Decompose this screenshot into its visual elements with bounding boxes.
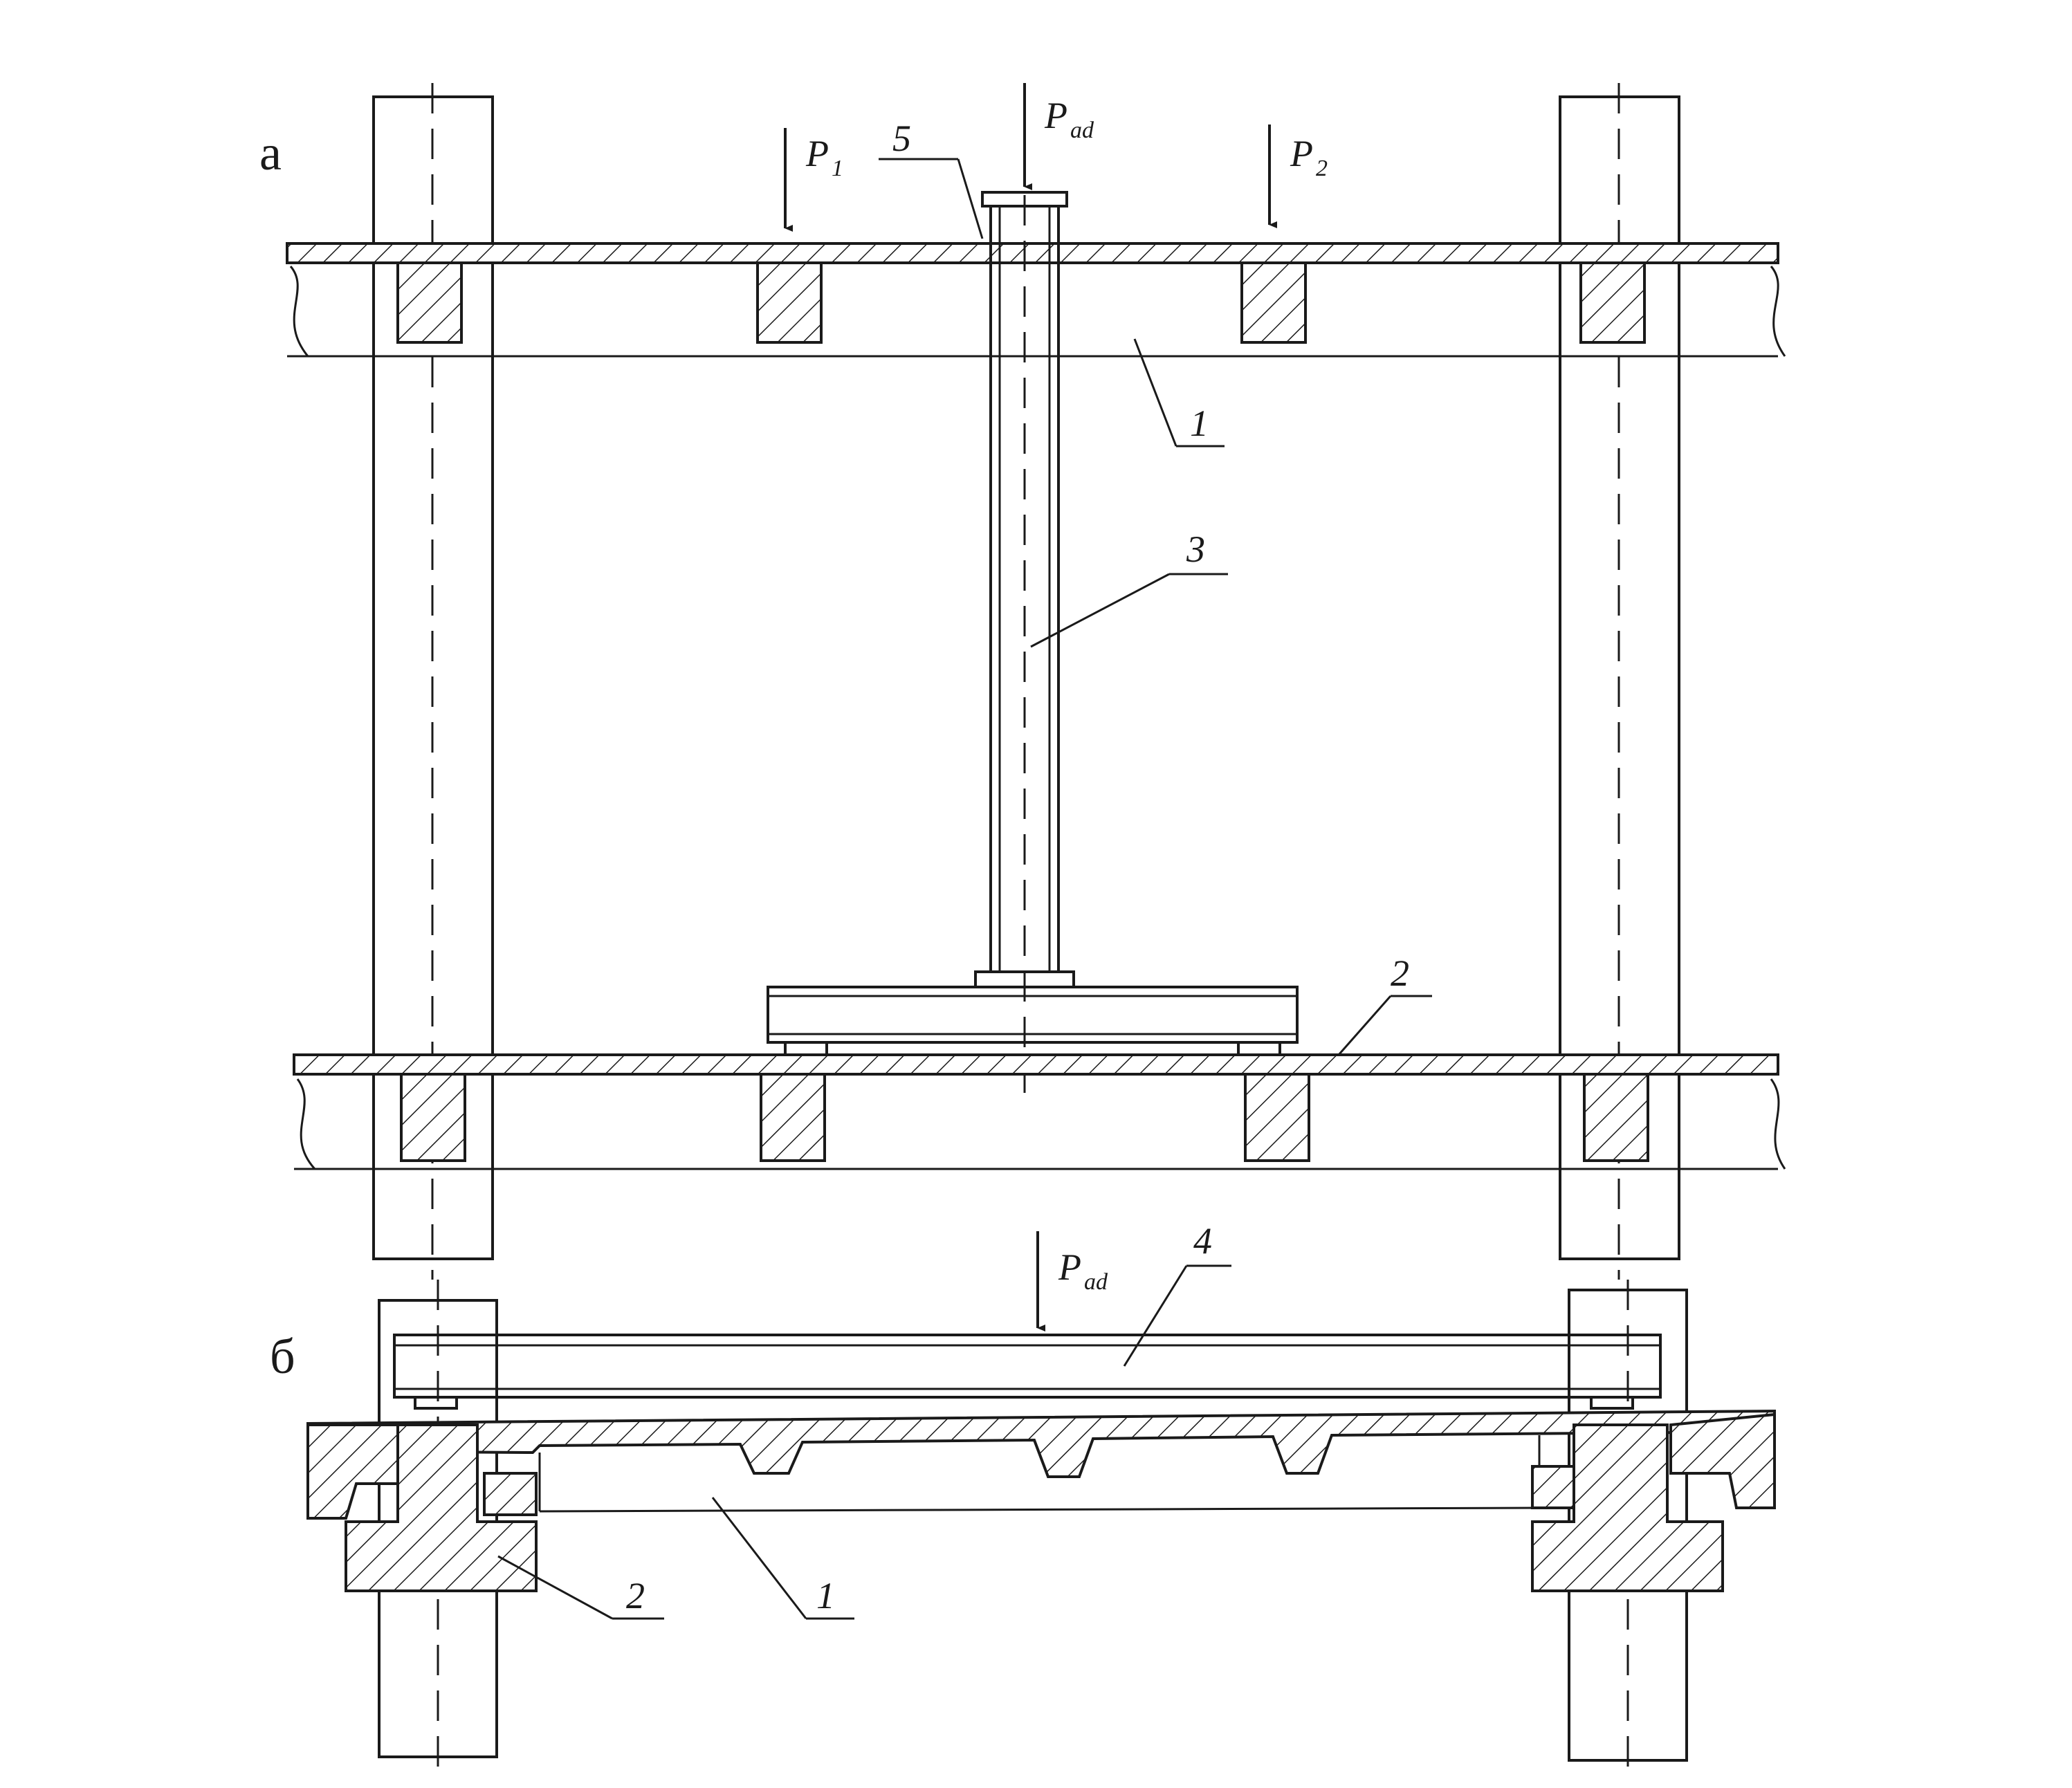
left-corbel [306,1423,538,1592]
label-pad-bottom: P ad [1058,1246,1108,1295]
svg-text:1: 1 [1190,403,1209,444]
panel-label-b: б [270,1329,295,1384]
bottom-floor-slab [293,1053,1786,1170]
callout-3: 3 [1030,528,1228,648]
svg-text:5: 5 [892,118,911,159]
callout-4: 4 [1123,1220,1231,1367]
label-p1: P 1 [805,133,843,181]
svg-text:2: 2 [1391,952,1409,994]
label-pad-top: P ad [1044,95,1094,143]
callout-1-bottom: 1 [711,1497,854,1620]
panel-b: б [270,1220,1776,1771]
callout-1-top: 1 [1133,338,1225,448]
right-corbel [1531,1412,1776,1592]
svg-text:4: 4 [1193,1220,1212,1262]
svg-text:3: 3 [1186,528,1205,570]
jack-stand [974,104,1075,1100]
label-p2: P 2 [1290,133,1328,181]
spreader-beam [393,1334,1662,1410]
load-platform [767,986,1299,1056]
top-floor-slab [286,242,1786,358]
svg-text:1: 1 [816,1575,835,1616]
svg-text:2: 2 [626,1575,645,1616]
ribbed-slab-section [306,1409,1776,1513]
callout-2-top: 2 [1337,952,1432,1056]
callout-5: 5 [879,118,984,239]
panel-a: а [259,83,1786,1280]
panel-label-a: а [259,125,282,181]
callout-2-bottom: 2 [497,1555,664,1620]
